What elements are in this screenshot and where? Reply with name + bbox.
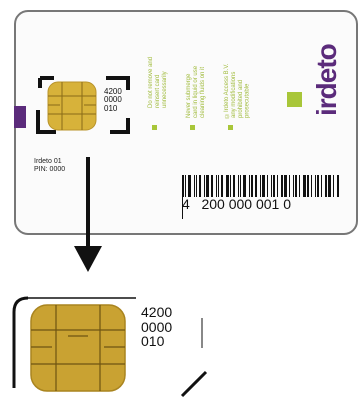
card-chip-icon [47, 81, 97, 131]
sim-card-outline [12, 296, 208, 398]
sim-cutout-outline [36, 76, 130, 134]
barcode-bar [251, 175, 253, 197]
barcode-bar [315, 175, 316, 197]
barcode-bar [299, 175, 300, 197]
barcode-bar [240, 175, 241, 197]
barcode-bar [182, 197, 183, 219]
barcode-bar [233, 175, 235, 197]
sim-chip-number: 4200 0000 010 [141, 304, 173, 350]
barcode-bar [260, 175, 261, 197]
barcode-bar [328, 175, 331, 197]
arrow-shaft [86, 157, 90, 249]
barcode-bar [230, 175, 231, 197]
barcode-bar [317, 175, 319, 197]
barcode-bar [333, 175, 334, 197]
card-chip-number: 4200 0000 010 [104, 87, 122, 113]
barcode-bar [218, 175, 219, 197]
barcode-number: 4 200 000 001 0 [182, 196, 291, 212]
card-pin-label: Irdeto 01 PIN: 0000 [34, 158, 66, 174]
barcode-bar [262, 175, 265, 197]
purple-stripe [14, 106, 26, 128]
barcode-bar [281, 175, 283, 197]
barcode-bar [188, 175, 191, 197]
notice-3: ©Irdeto Access B.V. any modifications pr… [224, 63, 251, 118]
barcode-bar [337, 175, 339, 197]
barcode-bar [325, 175, 327, 197]
accent-square [287, 92, 302, 107]
notice-2: Never submerge card in liquid or use cle… [186, 65, 206, 118]
barcode-bar [311, 175, 312, 197]
barcode-bar [211, 175, 213, 197]
barcode-bar [182, 175, 184, 197]
barcode-bar [303, 175, 306, 197]
barcode-bar [196, 175, 197, 197]
barcode-bar [277, 175, 278, 197]
barcode-bar [194, 175, 195, 197]
barcode-bar [295, 175, 297, 197]
barcode-bar [226, 175, 229, 197]
barcode-bar [204, 175, 205, 197]
barcode-bar [255, 175, 257, 197]
barcode-bar [249, 175, 250, 197]
sim-chip-icon [30, 304, 126, 392]
barcode-bar [273, 175, 275, 197]
barcode-bar [271, 175, 272, 197]
barcode-bar [243, 175, 246, 197]
bullet-dot [190, 125, 195, 130]
barcode-bar [216, 175, 217, 197]
barcode-bar [289, 175, 290, 197]
barcode-bar [307, 175, 309, 197]
barcode-bar [293, 175, 294, 197]
barcode-bar [284, 175, 287, 197]
barcode-bar [238, 175, 239, 197]
bullet-dot [152, 125, 157, 130]
arrow-down-icon [74, 246, 102, 272]
barcode [182, 175, 342, 219]
bullet-dot [228, 125, 233, 130]
barcode-bar [185, 175, 186, 197]
barcode-bar [221, 175, 223, 197]
barcode-bar [206, 175, 209, 197]
barcode-bar [267, 175, 268, 197]
irdeto-logo: irdeto [311, 44, 342, 116]
barcode-bar [199, 175, 201, 197]
notice-1: Do not remove and reinsert card unnecess… [148, 56, 168, 108]
barcode-bar [321, 175, 322, 197]
